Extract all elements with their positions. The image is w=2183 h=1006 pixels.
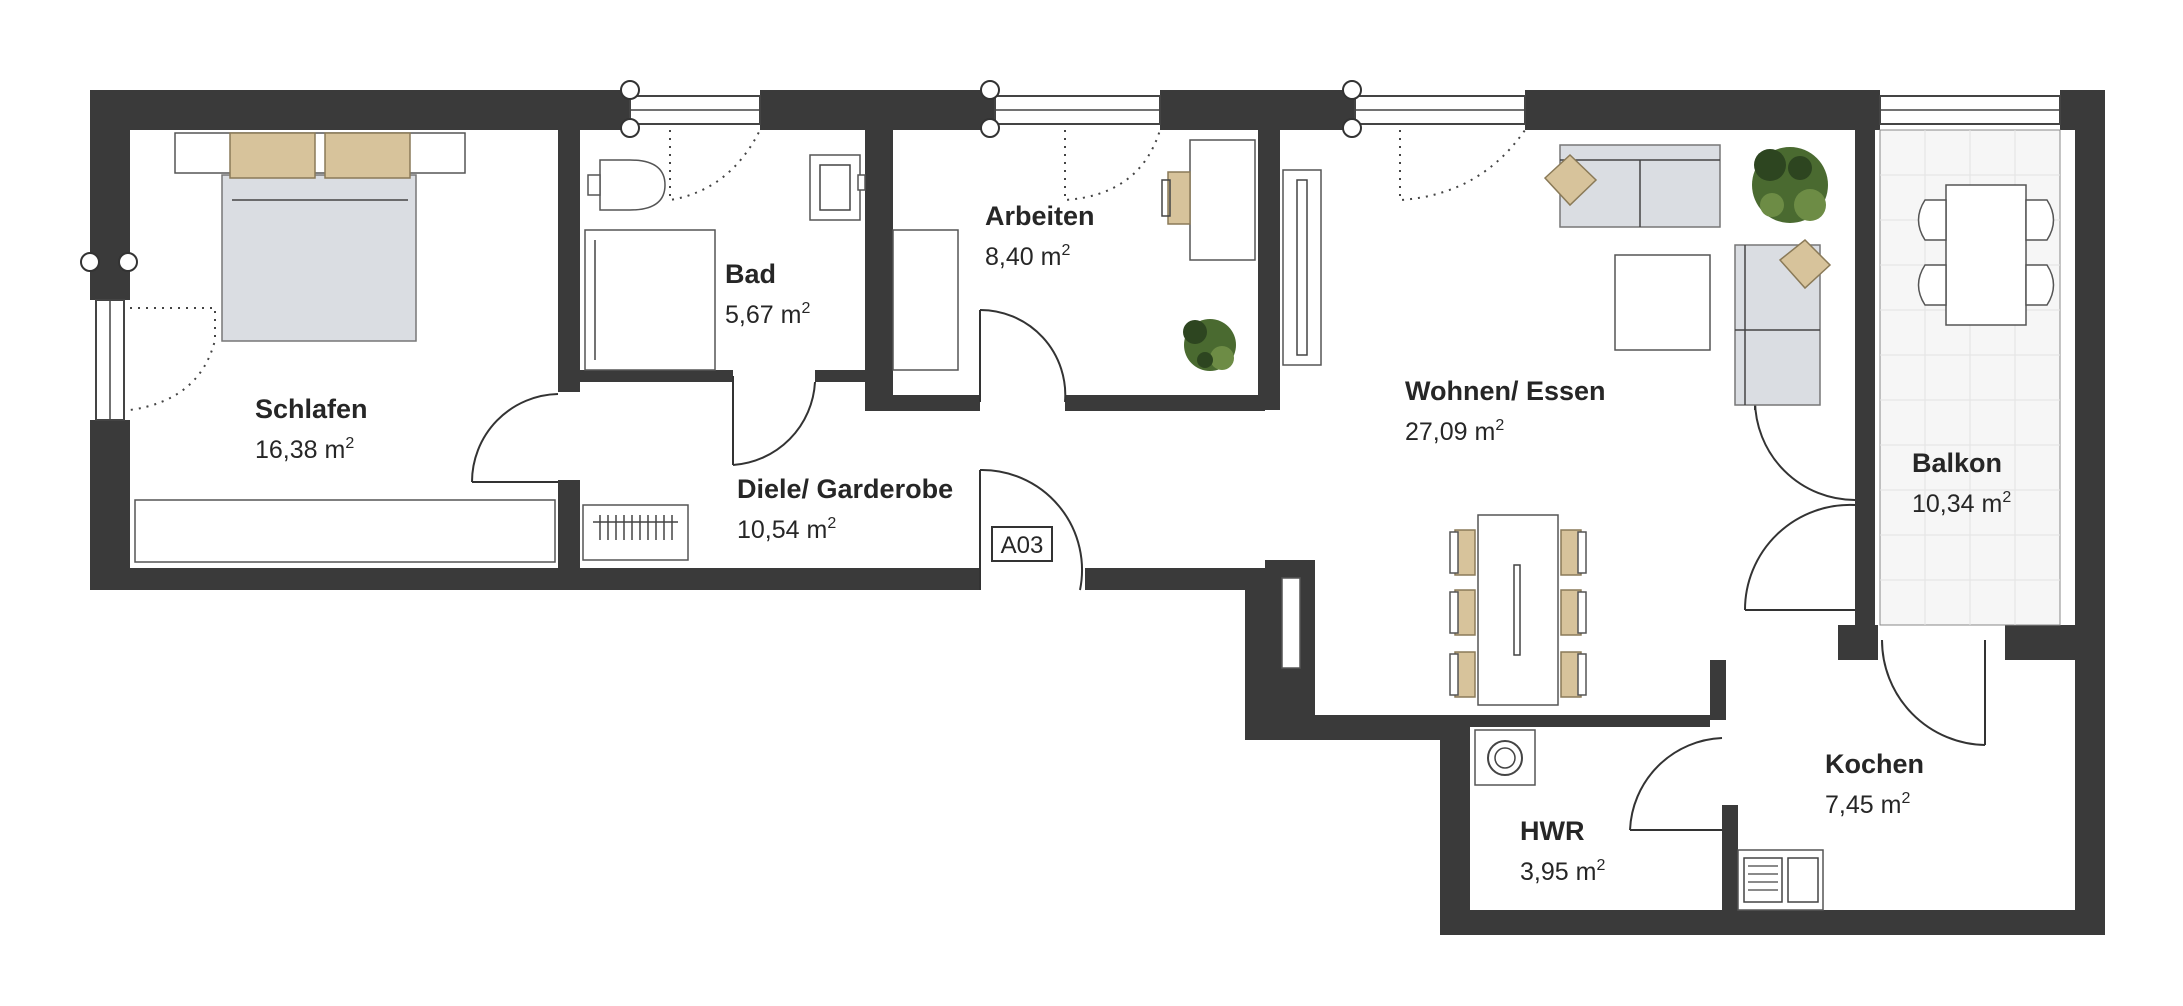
- room-label-hwr: HWR 3,95 m2: [1520, 816, 1605, 886]
- room-name: Bad: [725, 259, 776, 289]
- sofa: [1543, 144, 1832, 406]
- room-area: 5,67 m2: [725, 300, 810, 329]
- bathroom-fixtures: [584, 154, 866, 371]
- windows: [80, 80, 2061, 421]
- plant-living: [1752, 147, 1828, 223]
- room-label-bad: Bad 5,67 m2: [725, 259, 810, 329]
- radiator-arbeiten: [1282, 169, 1322, 366]
- room-label-wohnen: Wohnen/ Essen 27,09 m2: [1405, 376, 1606, 446]
- room-name: Wohnen/ Essen: [1405, 376, 1606, 406]
- room-name: Schlafen: [255, 394, 368, 424]
- balcony: [1879, 129, 2061, 626]
- kitchen-counter: [1737, 849, 1824, 911]
- room-label-diele: Diele/ Garderobe 10,54 m2: [737, 474, 953, 544]
- room-area: 3,95 m2: [1520, 857, 1605, 886]
- room-name: HWR: [1520, 816, 1584, 846]
- room-area: 16,38 m2: [255, 435, 354, 464]
- wardrobe: [134, 499, 556, 563]
- sink: [809, 154, 861, 221]
- room-area: 10,34 m2: [1912, 489, 2011, 518]
- room-area: 8,40 m2: [985, 242, 1070, 271]
- room-label-schlafen: Schlafen 16,38 m2: [255, 394, 368, 464]
- exterior-walls: [90, 90, 2105, 935]
- dining-table: [1449, 514, 1587, 706]
- interior-walls: [558, 130, 1875, 915]
- balcony-chairs: [1917, 199, 2055, 306]
- room-name: Balkon: [1912, 448, 2002, 478]
- room-area: 27,09 m2: [1405, 417, 1504, 446]
- room-name: Diele/ Garderobe: [737, 474, 953, 504]
- room-label-kochen: Kochen 7,45 m2: [1825, 749, 1924, 819]
- room-label-arbeiten: Arbeiten 8,40 m2: [985, 201, 1095, 271]
- unit-label: A03: [1001, 532, 1044, 559]
- room-name: Arbeiten: [985, 201, 1095, 231]
- room-label-balkon: Balkon 10,34 m2: [1912, 448, 2011, 518]
- room-area: 10,54 m2: [737, 515, 836, 544]
- door-swings: [471, 308, 1986, 831]
- room-name: Kochen: [1825, 749, 1924, 779]
- room-area: 7,45 m2: [1825, 790, 1910, 819]
- desk: [1189, 139, 1256, 261]
- radiator-wohnen: [1281, 577, 1301, 669]
- toilet: [599, 159, 666, 211]
- shelf: [892, 229, 959, 371]
- unit-label-box: [991, 526, 1053, 562]
- bed: [174, 132, 466, 342]
- plant-arbeiten: [1183, 319, 1236, 371]
- washing-machine: [1474, 729, 1536, 786]
- coffee-table: [1614, 254, 1711, 351]
- desk-area: [892, 139, 1322, 371]
- shower: [584, 229, 716, 371]
- diele-radiator: [582, 504, 689, 561]
- balcony-table: [1945, 184, 2027, 326]
